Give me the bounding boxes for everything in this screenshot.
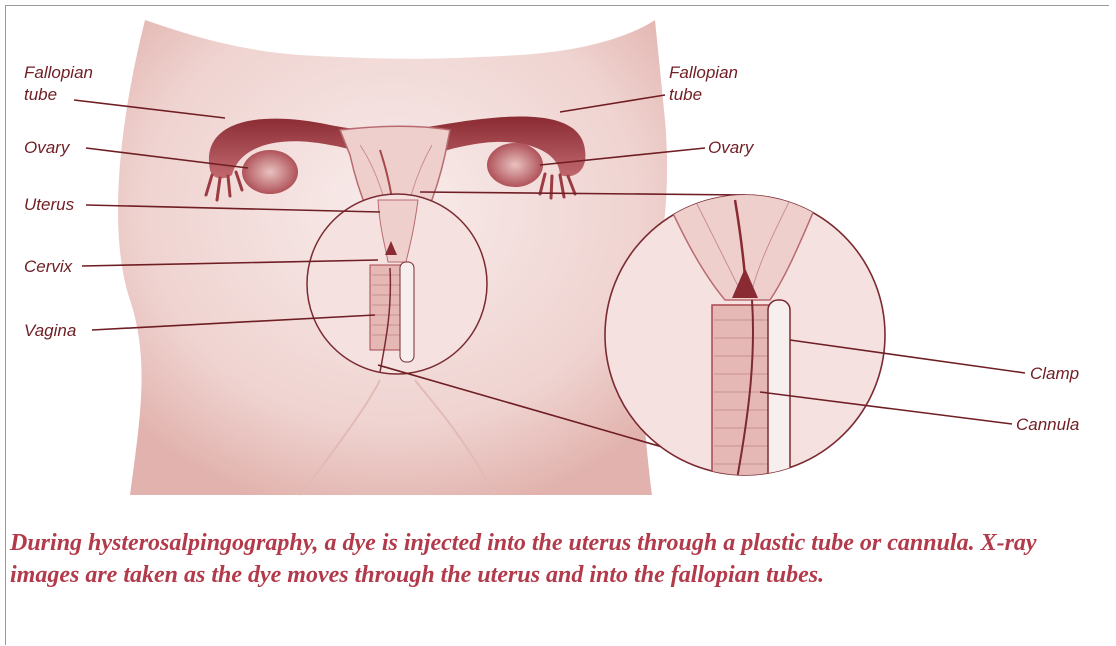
label-ovary-right: Ovary — [708, 138, 755, 157]
label-fallopian-tube-left-2: tube — [24, 85, 57, 104]
cervix-circle — [307, 194, 487, 374]
label-vagina: Vagina — [24, 321, 76, 340]
label-clamp: Clamp — [1030, 364, 1079, 383]
hsg-diagram: Fallopian tube Fallopian tube Ovary Ovar… — [0, 0, 1116, 500]
label-uterus: Uterus — [24, 195, 75, 214]
label-fallopian-tube-left-1: Fallopian — [24, 63, 93, 82]
left-ovary — [242, 150, 298, 194]
label-ovary-left: Ovary — [24, 138, 71, 157]
label-cervix: Cervix — [24, 257, 73, 276]
label-cannula: Cannula — [1016, 415, 1079, 434]
label-fallopian-tube-right-2: tube — [669, 85, 702, 104]
label-fallopian-tube-right-1: Fallopian — [669, 63, 738, 82]
right-ovary — [487, 143, 543, 187]
figure-caption: During hysterosalpingography, a dye is i… — [10, 527, 1106, 591]
